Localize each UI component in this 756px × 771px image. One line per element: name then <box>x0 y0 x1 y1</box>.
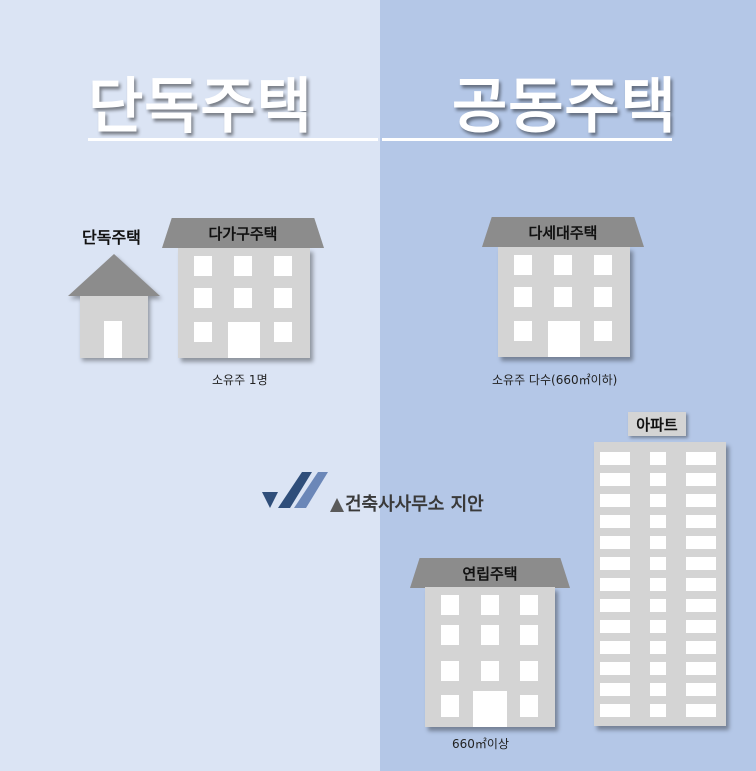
apartment-window <box>600 683 630 696</box>
window <box>594 255 612 275</box>
apartment-window <box>650 662 666 675</box>
window <box>554 287 572 307</box>
row-house-label: 연립주택 <box>462 564 518 583</box>
apartment-window <box>650 641 666 654</box>
multi-unit-building <box>498 247 630 357</box>
multi-household-building <box>178 248 310 358</box>
window <box>194 322 212 342</box>
multi-family-housing-title: 공동주택 <box>452 72 677 142</box>
multi-household-label: 다가구주택 <box>208 224 278 243</box>
apartment-window <box>686 599 716 612</box>
apartment-window <box>600 515 630 528</box>
apartment-window <box>686 683 716 696</box>
window <box>514 321 532 341</box>
apartment-window <box>650 452 666 465</box>
window <box>441 661 459 681</box>
window <box>594 287 612 307</box>
apartment-window <box>600 578 630 591</box>
apartment-window <box>686 557 716 570</box>
window <box>274 288 292 308</box>
owner-one-caption: 소유주 1명 <box>212 373 268 387</box>
detached-housing-title: 단독주택 <box>88 72 313 142</box>
apartment-window <box>650 683 666 696</box>
apartment-window <box>600 641 630 654</box>
window <box>520 661 538 681</box>
apartment-window <box>650 515 666 528</box>
apartment-window <box>686 452 716 465</box>
apartment-window <box>600 452 630 465</box>
window <box>520 595 538 615</box>
apartment-window <box>686 641 716 654</box>
apartment-window <box>650 704 666 717</box>
apartment-window <box>686 473 716 486</box>
apartment-window <box>686 515 716 528</box>
apartment-window <box>600 599 630 612</box>
multi-household-roof: 다가구주택 <box>162 218 324 248</box>
apartment-tag: 아파트 <box>628 412 686 436</box>
area-over-caption: 660㎡이상 <box>452 737 509 751</box>
apartment-window <box>600 473 630 486</box>
apartment-window <box>600 662 630 675</box>
apartment-window <box>686 662 716 675</box>
window <box>514 255 532 275</box>
row-house-building <box>425 587 555 727</box>
window <box>274 256 292 276</box>
apartment-window <box>650 599 666 612</box>
apartment-window <box>600 620 630 633</box>
window <box>481 661 499 681</box>
window <box>441 695 459 717</box>
window <box>520 625 538 645</box>
single-house-label: 단독주택 <box>82 228 141 247</box>
apartment-window <box>686 704 716 717</box>
right-title-underline <box>382 138 672 141</box>
apartment-window <box>686 536 716 549</box>
window <box>234 256 252 276</box>
door <box>228 322 260 358</box>
logo-stroke-light-icon <box>294 472 328 508</box>
window <box>194 288 212 308</box>
door <box>548 321 580 357</box>
apartment-window <box>686 578 716 591</box>
apartment-window <box>650 536 666 549</box>
multi-unit-roof: 다세대주택 <box>482 217 644 247</box>
apartment-label: 아파트 <box>636 415 678 434</box>
window <box>481 595 499 615</box>
apartment-window <box>650 620 666 633</box>
row-house-roof: 연립주택 <box>410 558 570 588</box>
apartment-window <box>686 494 716 507</box>
window <box>554 255 572 275</box>
window <box>514 287 532 307</box>
window <box>274 322 292 342</box>
window <box>594 321 612 341</box>
apartment-window <box>650 578 666 591</box>
door <box>473 691 507 727</box>
logo-triangle-down-icon <box>262 492 278 508</box>
window <box>441 595 459 615</box>
owner-multiple-caption: 소유주 다수(660㎡이하) <box>492 373 618 387</box>
detached-housing-panel <box>0 0 380 771</box>
window <box>194 256 212 276</box>
apartment-window <box>686 620 716 633</box>
apartment-window <box>600 536 630 549</box>
left-title-underline <box>88 138 378 141</box>
apartment-window <box>650 473 666 486</box>
apartment-building <box>594 442 726 726</box>
window <box>234 288 252 308</box>
window <box>481 625 499 645</box>
apartment-window <box>600 704 630 717</box>
window <box>520 695 538 717</box>
multi-unit-label: 다세대주택 <box>528 223 598 242</box>
apartment-window <box>600 557 630 570</box>
firm-name: 건축사사무소 지안 <box>345 494 484 515</box>
apartment-window <box>600 494 630 507</box>
logo-triangle-up-icon <box>330 498 344 512</box>
logo-stroke-dark-icon <box>278 472 312 508</box>
apartment-window <box>650 494 666 507</box>
apartment-window <box>650 557 666 570</box>
window <box>441 625 459 645</box>
